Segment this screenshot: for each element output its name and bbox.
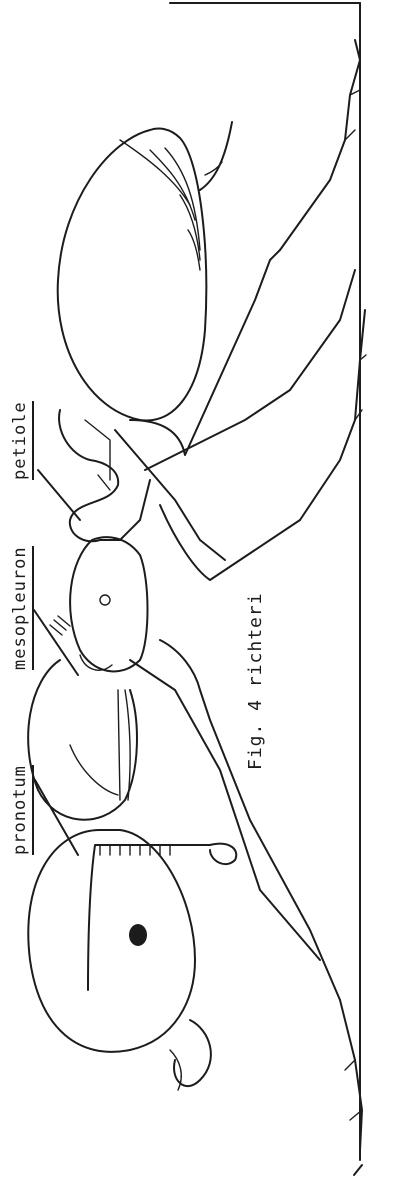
- label-mesopleuron: mesopleuron: [10, 546, 34, 670]
- petiole-node: [59, 410, 150, 541]
- mesosoma: [28, 537, 147, 819]
- gaster: [58, 122, 232, 420]
- label-pronotum: pronotum: [10, 765, 34, 855]
- spiracle-hatch: [50, 616, 70, 635]
- figure-caption: Fig. 4 richteri: [245, 592, 266, 770]
- antenna: [88, 844, 236, 990]
- head: [28, 830, 211, 1090]
- label-petiole: petiole: [10, 401, 34, 480]
- legs: [115, 40, 366, 1150]
- frame-lines: [170, 3, 362, 1175]
